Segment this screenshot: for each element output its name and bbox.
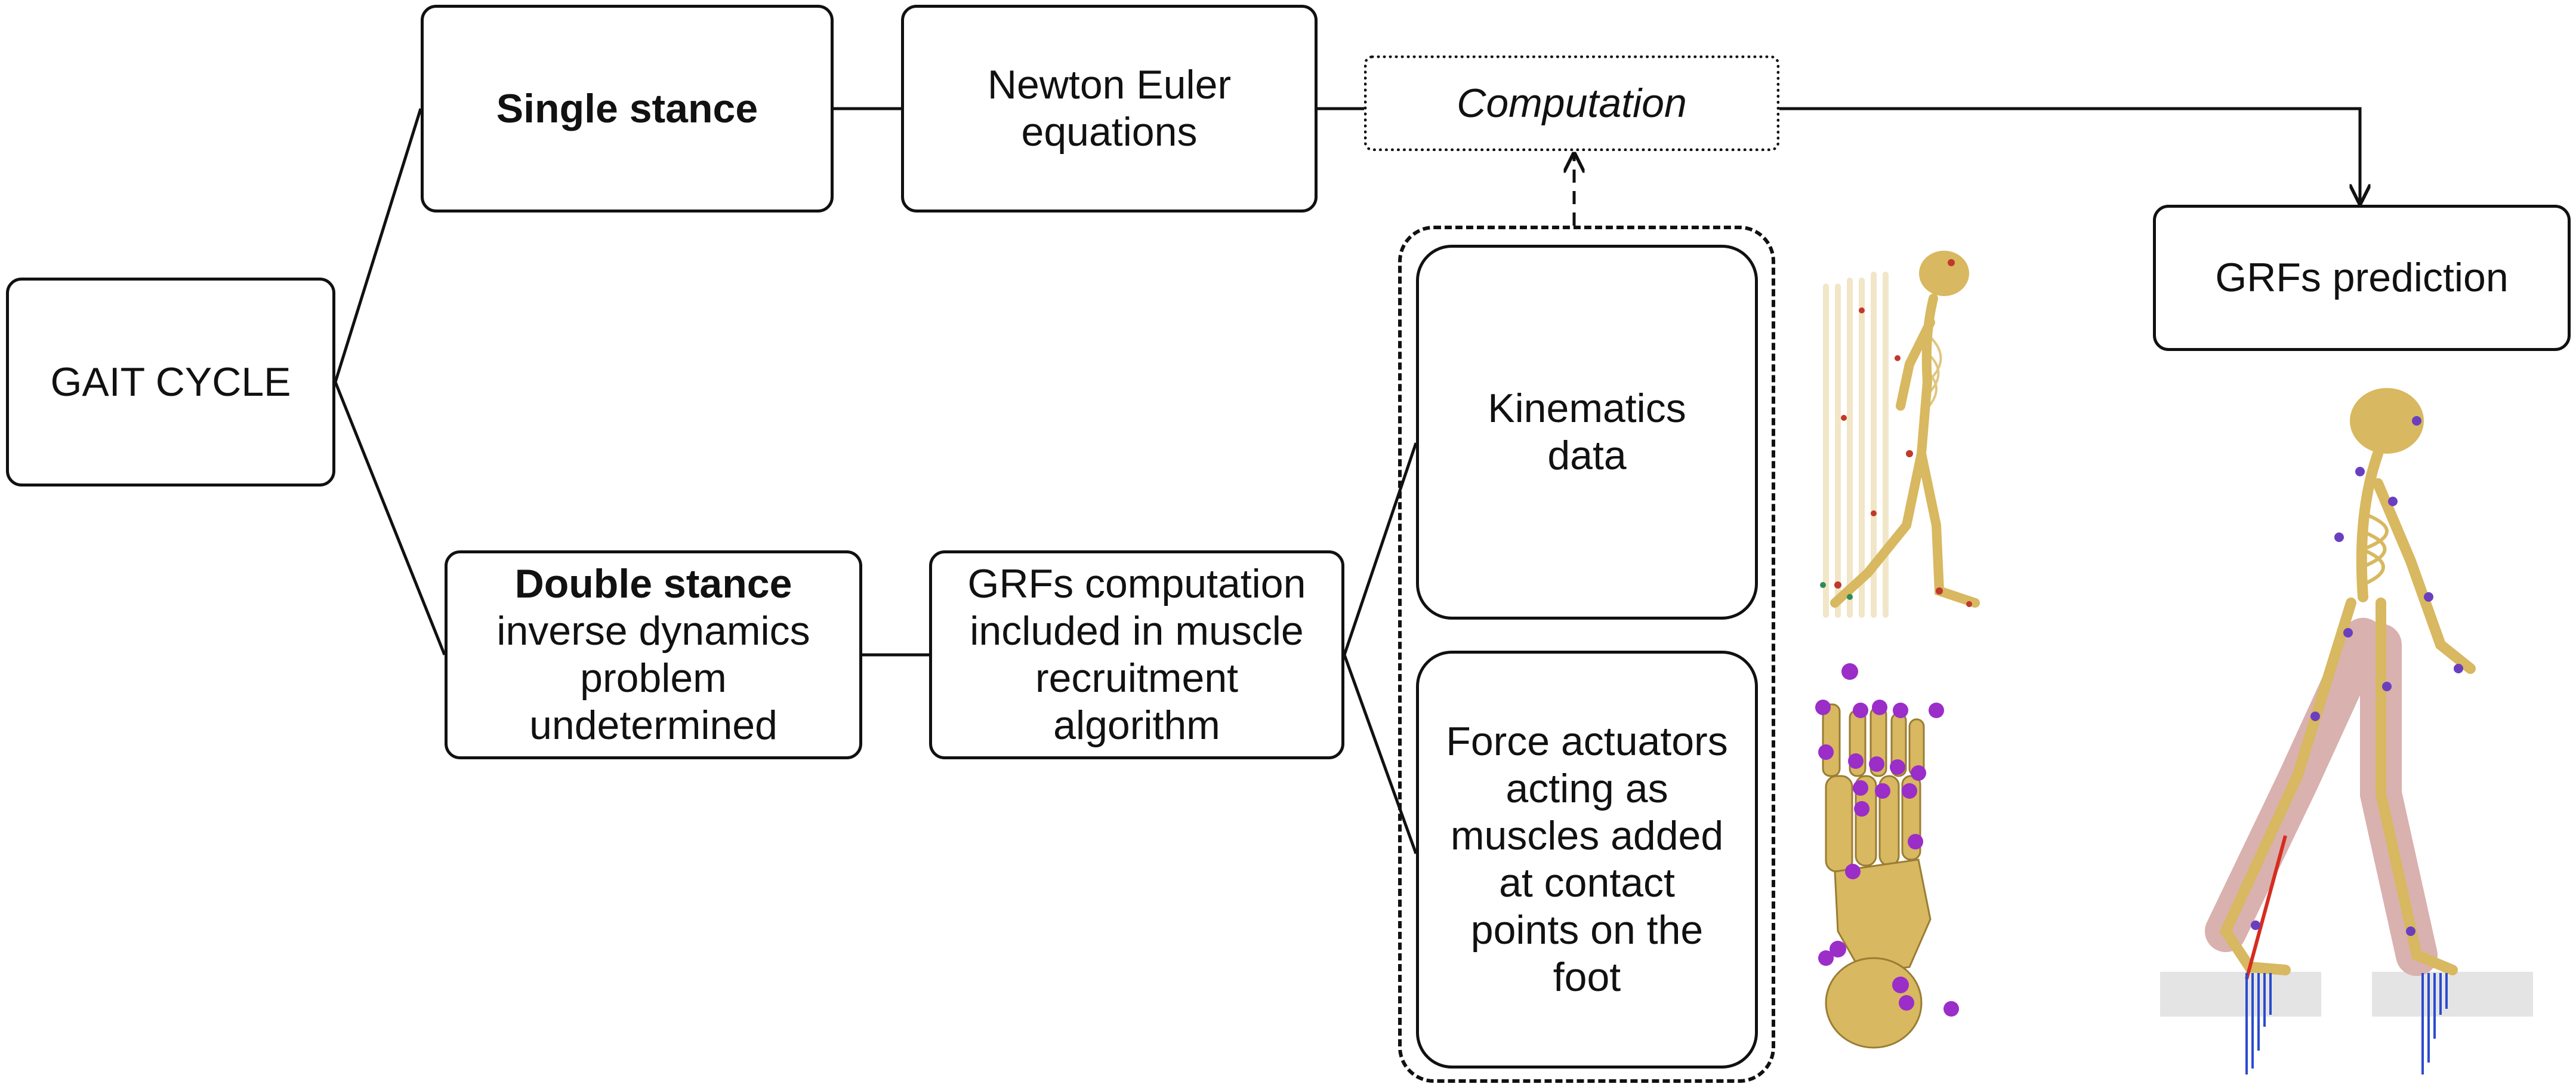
newton-euler-line-2: equations	[1021, 109, 1198, 155]
computation-label: Computation	[1457, 80, 1687, 126]
walking-sequence-figure	[1820, 251, 1980, 618]
gait-cycle-box: GAIT CYCLE	[6, 278, 335, 487]
grf-vectors	[2245, 973, 2448, 1074]
force-actuators-line-5: points on the	[1470, 907, 1704, 953]
grfs-computation-line-2: included in muscle	[970, 608, 1304, 654]
double-stance-title: Double stance	[514, 561, 792, 607]
grfs-computation-box: GRFs computation included in muscle recr…	[929, 550, 1344, 759]
foot-skeleton-figure	[1815, 663, 1959, 1049]
force-line	[2245, 835, 2287, 980]
double-stance-line-1: inverse dynamics	[496, 608, 810, 654]
double-stance-line-2: problem	[580, 655, 727, 701]
grfs-computation-line-4: algorithm	[1053, 702, 1220, 748]
kinematics-line-1: Kinematics	[1488, 386, 1686, 432]
newton-euler-box: Newton Euler equations	[901, 5, 1318, 213]
force-actuators-box: Force actuators acting as muscles added …	[1416, 651, 1758, 1069]
force-actuators-line-1: Force actuators	[1446, 719, 1728, 765]
grfs-computation-line-3: recruitment	[1035, 655, 1239, 701]
connector-gait-double	[334, 381, 446, 655]
force-platform-left	[2160, 972, 2321, 1017]
kinematics-box: Kinematics data	[1416, 245, 1758, 620]
connector-grfs-kinematics	[1343, 442, 1418, 655]
kinematics-line-2: data	[1547, 433, 1627, 478]
contact-model-group	[1398, 226, 1775, 1083]
double-stance-line-3: undetermined	[529, 702, 778, 748]
grfs-prediction-box: GRFs prediction	[2153, 205, 2571, 351]
gait-cycle-label: GAIT CYCLE	[50, 359, 291, 405]
force-actuators-line-2: acting as	[1506, 766, 1668, 812]
grfs-prediction-label: GRFs prediction	[2215, 255, 2509, 301]
computation-box: Computation	[1364, 56, 1779, 151]
force-actuators-line-6: foot	[1553, 954, 1621, 1000]
grfs-computation-line-1: GRFs computation	[967, 561, 1306, 607]
single-stance-box: Single stance	[421, 5, 834, 213]
arrow-computation-prediction	[1779, 107, 2360, 203]
force-actuators-line-3: muscles added	[1450, 813, 1724, 859]
connectors	[334, 107, 2360, 854]
double-stance-box: Double stance inverse dynamics problem u…	[445, 550, 862, 759]
newton-euler-line-1: Newton Euler	[987, 62, 1232, 108]
musculoskeletal-walking-figure	[2160, 388, 2533, 1074]
force-actuators-line-4: at contact	[1499, 860, 1675, 906]
force-platform-right	[2372, 972, 2533, 1017]
connector-grfs-actuators	[1343, 654, 1418, 854]
single-stance-label: Single stance	[496, 85, 758, 131]
connector-gait-single	[334, 108, 422, 383]
